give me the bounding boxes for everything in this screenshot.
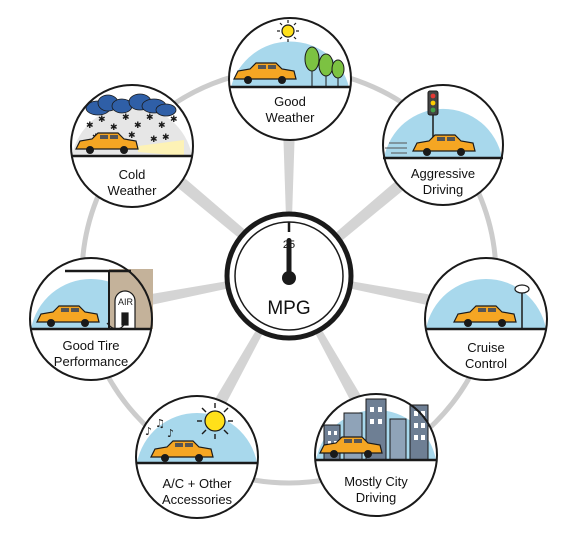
thermometer-needle-icon: [282, 238, 296, 285]
factor-label-line2: Control: [465, 356, 507, 371]
traffic-light-icon: [427, 90, 439, 145]
bubble-outline: [424, 257, 548, 381]
car-icon: [319, 436, 383, 458]
svg-text:✱: ✱: [86, 121, 94, 131]
car-icon: [453, 305, 517, 327]
sun-icon: [277, 20, 299, 42]
svg-text:✱: ✱: [150, 135, 158, 145]
car-icon: [36, 305, 100, 327]
svg-text:✱: ✱: [128, 131, 136, 141]
factor-cruise-control: Cruise Control: [424, 257, 548, 381]
factor-mostly-city-driving: Mostly City Driving: [314, 393, 438, 517]
speed-sign-icon: [514, 284, 530, 329]
factor-label-line2: Weather: [108, 183, 158, 198]
factor-label-line1: Mostly City: [344, 474, 408, 489]
factor-label-line1: A/C + Other: [163, 476, 233, 491]
tree-icon: [304, 46, 345, 87]
bubble-outline: [228, 17, 352, 141]
factor-label-line2: Performance: [54, 354, 128, 369]
svg-text:♫: ♫: [155, 417, 165, 430]
factor-good-weather: Good Weather: [228, 17, 352, 141]
music-note-icon: ♪ ♫ ♪: [145, 417, 174, 440]
svg-text:✱: ✱: [98, 115, 106, 125]
factor-cold-weather: ✱✱✱ ✱✱✱ ✱✱✱ ✱✱✱ Cold Weather: [70, 84, 194, 208]
bubble-outline: [382, 84, 504, 206]
headlight-beam: [138, 140, 184, 156]
factor-label-line2: Accessories: [162, 492, 233, 507]
speed-lines: [385, 142, 407, 154]
factor-aggressive-driving: Aggressive Driving: [382, 84, 504, 206]
bubble-outline: [29, 257, 153, 381]
svg-text:✱: ✱: [170, 115, 178, 125]
svg-text:AIR: AIR: [118, 297, 134, 307]
factor-label-line2: Driving: [356, 490, 396, 505]
bubble-outline: [70, 84, 194, 208]
bubble-outline: [314, 393, 438, 517]
svg-text:✱: ✱: [122, 113, 130, 123]
factor-label-line1: Good Tire: [62, 338, 119, 353]
svg-text:✱: ✱: [146, 113, 154, 123]
svg-text:✱: ✱: [158, 121, 166, 131]
bubble-outline: [135, 395, 259, 519]
car-icon: [233, 62, 297, 84]
svg-text:✱: ✱: [110, 123, 118, 133]
svg-text:✱: ✱: [134, 121, 142, 131]
factor-label-line1: Cold: [119, 167, 146, 182]
factor-label-line1: Aggressive: [411, 166, 475, 181]
factor-label-line2: Driving: [423, 182, 463, 197]
svg-text:♪: ♪: [145, 425, 152, 438]
cloud-icon: [85, 93, 177, 117]
sun-icon: [197, 403, 233, 439]
factor-ac-accessories: ♪ ♫ ♪ A/C + Other Accessories: [135, 395, 259, 519]
factor-label-line1: Good: [274, 94, 306, 109]
air-pump-icon: AIR: [65, 269, 153, 330]
car-icon: [412, 134, 476, 156]
car-icon: [150, 440, 214, 462]
factor-label-line2: Weather: [266, 110, 316, 125]
car-icon: [75, 132, 139, 154]
factor-label-line1: Cruise: [467, 340, 505, 355]
gauge-label: MPG: [267, 298, 310, 319]
svg-text:✱: ✱: [162, 133, 170, 143]
factor-good-tire-performance: AIR Good Tire Performance: [29, 257, 153, 381]
mpg-gauge: 25 MPG: [224, 211, 354, 341]
svg-text:♪: ♪: [167, 427, 174, 440]
